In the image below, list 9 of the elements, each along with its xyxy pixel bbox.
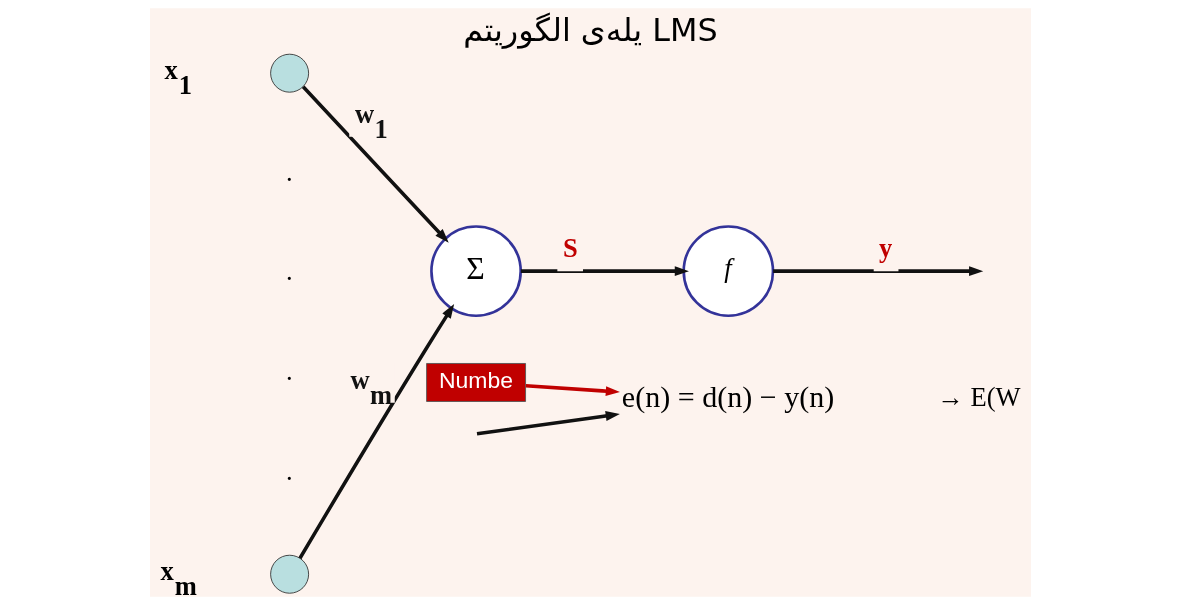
label: . — [285, 256, 293, 287]
edge-label: S — [562, 233, 578, 264]
label: → E(W — [936, 381, 1020, 412]
label: . — [285, 356, 293, 387]
label: . — [285, 156, 293, 187]
label: . — [285, 456, 293, 487]
node-text: e(n) = d(n) − y(n) — [621, 379, 834, 413]
diagram-title: یلەی الگوریتم LMS — [462, 10, 718, 49]
edge-label: y — [878, 233, 892, 264]
